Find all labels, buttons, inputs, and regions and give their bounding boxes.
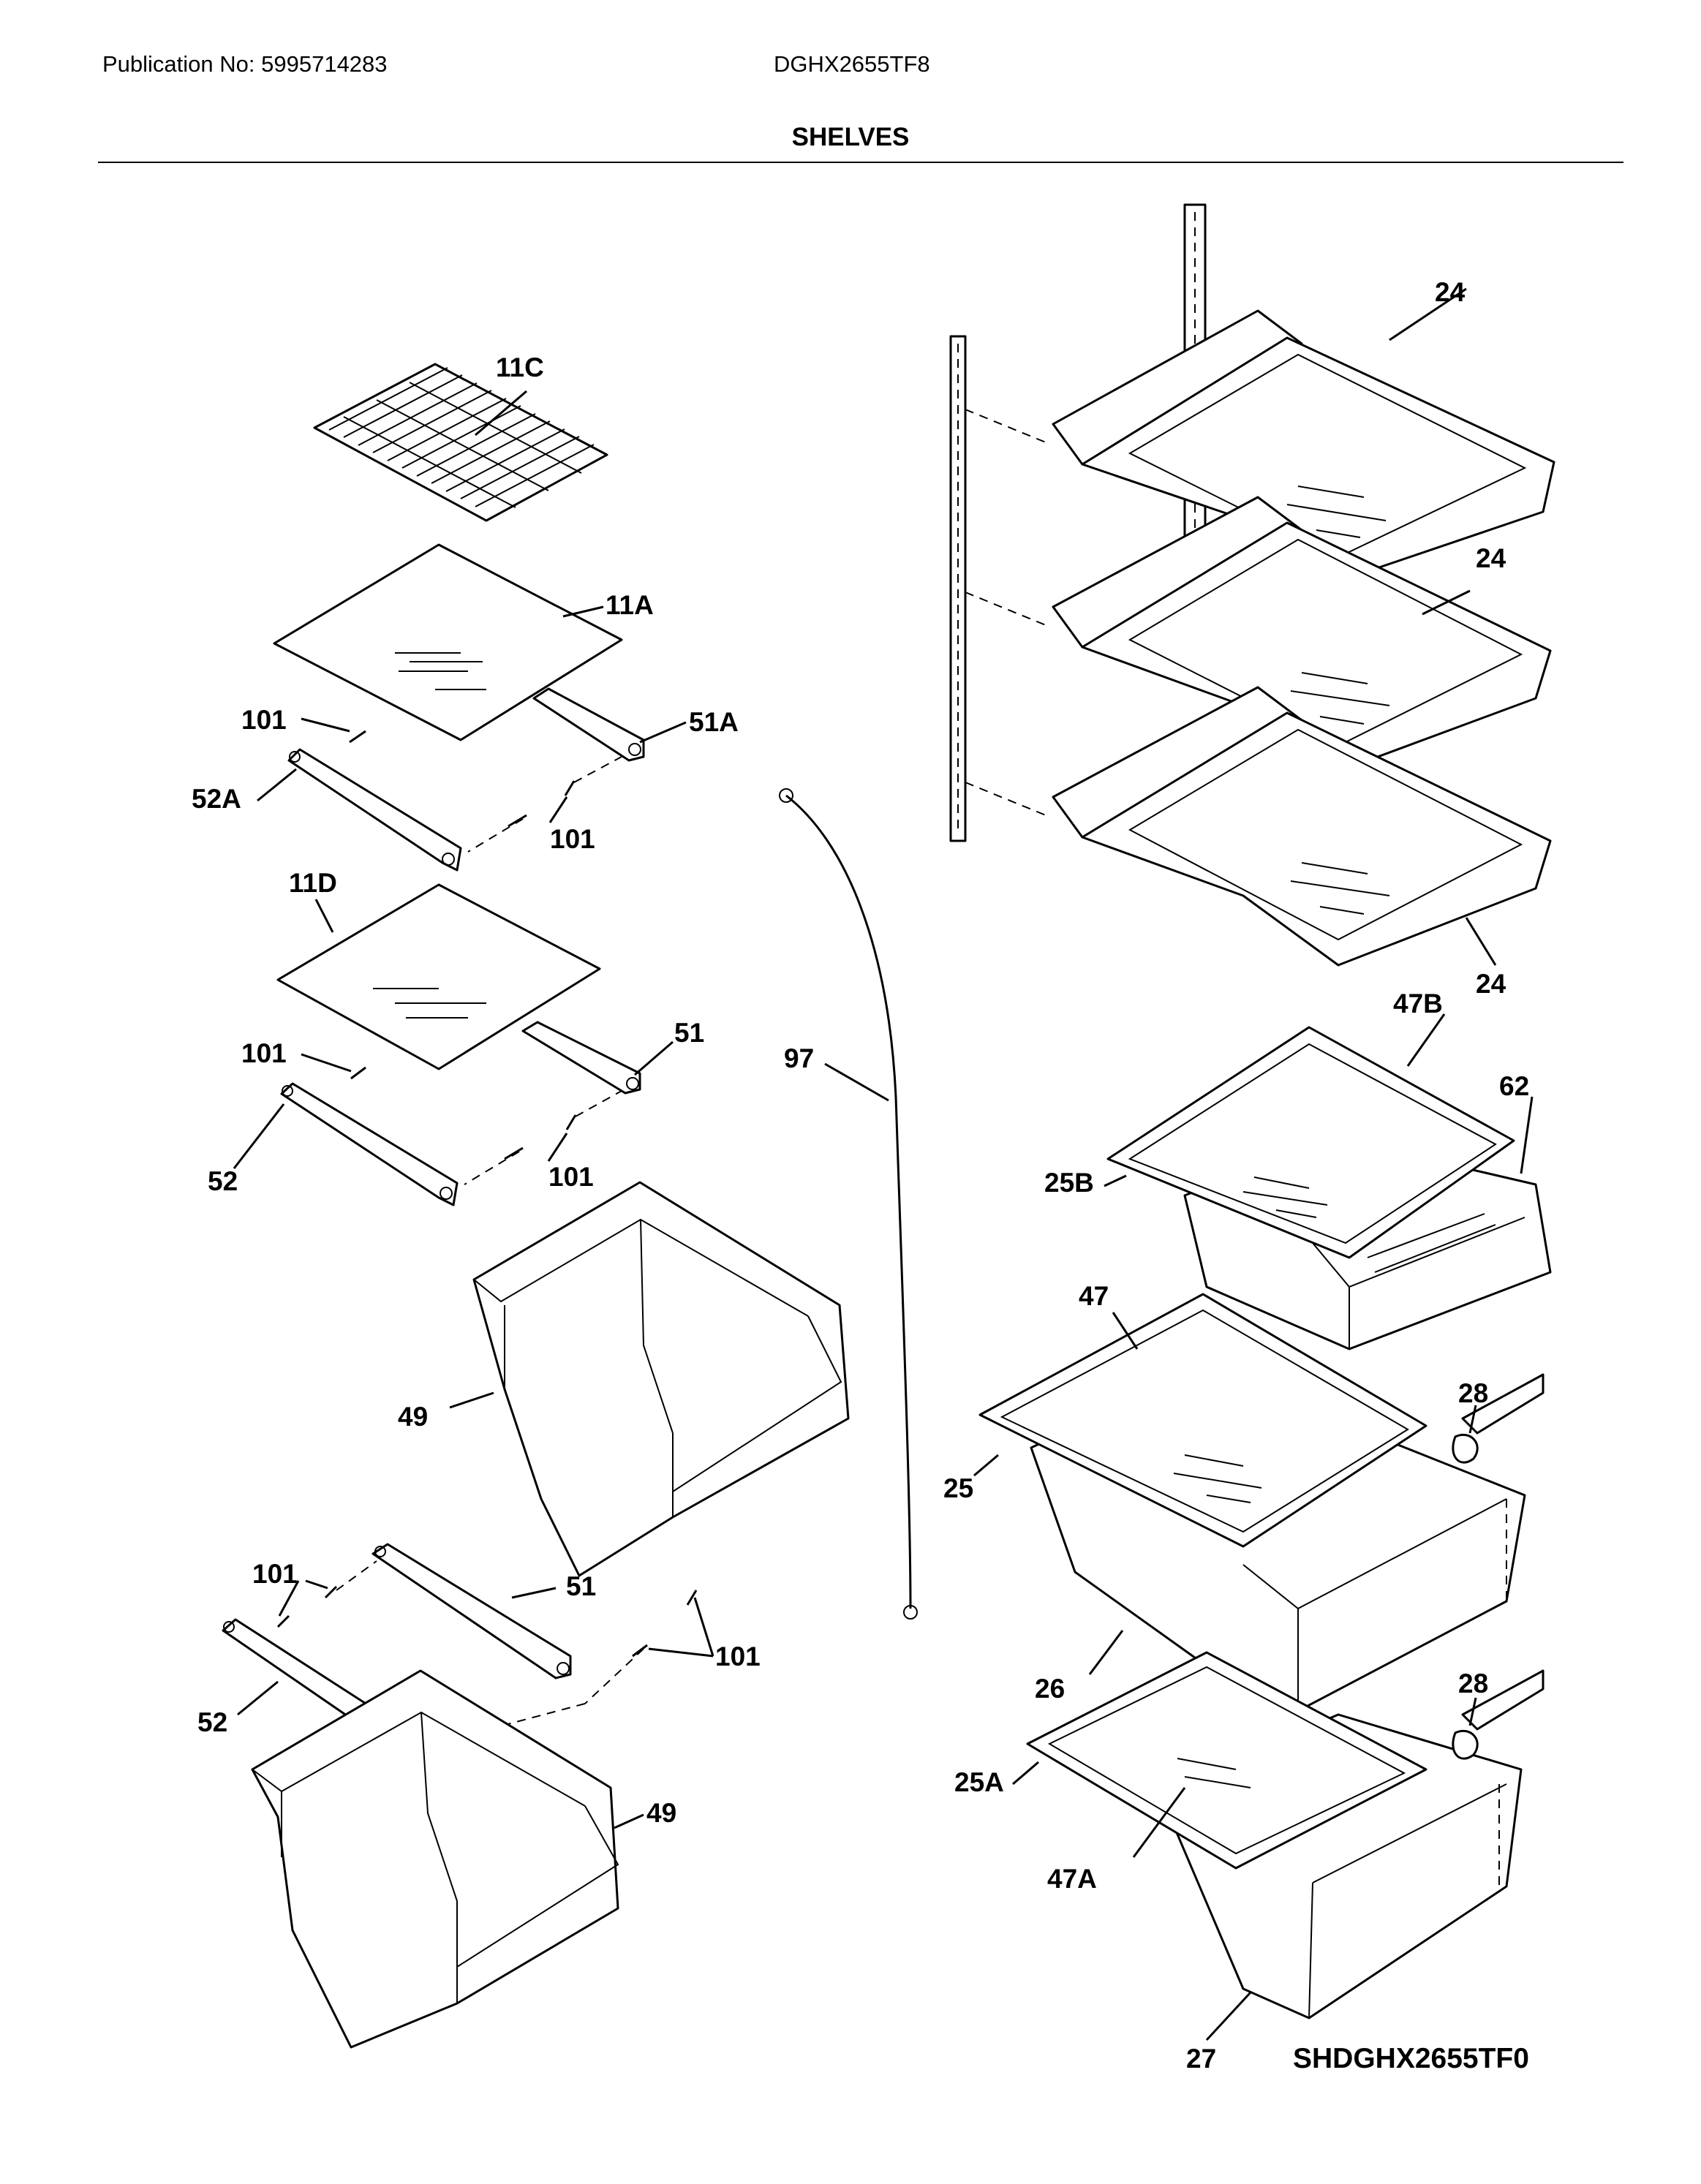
part-49-bin [472, 1181, 850, 1577]
screw-101 [324, 1585, 338, 1599]
callout-101: 101 [241, 705, 287, 735]
part-24-glass-shelf [1052, 309, 1555, 583]
callout-51a: 51A [689, 707, 739, 737]
part-51-shelf-rail [371, 1543, 572, 1679]
part-52a-shelf-rail [287, 748, 462, 872]
part-24-glass-shelf [1052, 686, 1552, 967]
callout-52: 52 [208, 1166, 238, 1196]
screw-101 [686, 1590, 698, 1606]
callout-47a: 47A [1047, 1864, 1097, 1894]
part-49-bin [251, 1669, 619, 2049]
part-47a-crisper-cover-glass [1177, 1758, 1251, 1788]
part-28-crisper-slide-bracket [1452, 1669, 1545, 1760]
callout-47: 47 [1079, 1281, 1109, 1311]
model-number: DGHX2655TF8 [774, 51, 930, 77]
screw-101 [565, 1114, 577, 1130]
callout-11c: 11C [496, 352, 544, 382]
screw-101 [350, 1066, 366, 1080]
callout-62: 62 [1499, 1071, 1529, 1101]
part-97-water-tube [779, 788, 918, 1620]
section-title: SHELVES [791, 123, 910, 151]
cabinet-ladder-rail [949, 335, 967, 842]
callout-101: 101 [241, 1038, 287, 1068]
part-51a-shelf-rail [532, 687, 645, 762]
part-11d-glass-shelf [276, 883, 601, 1070]
part-11a-glass-shelf [273, 543, 623, 741]
callout-24: 24 [1476, 969, 1506, 999]
part-25a-crisper-cover-frame [1026, 1651, 1427, 1870]
part-25b-crisper-cover-frame [1106, 1026, 1515, 1259]
callout-101: 101 [252, 1559, 298, 1589]
callout-51: 51 [566, 1571, 596, 1601]
callout-25a: 25A [954, 1767, 1004, 1797]
callout-101: 101 [548, 1162, 594, 1192]
part-51-shelf-rail [521, 1021, 641, 1095]
figure-code: SHDGHX2655TF0 [1293, 2043, 1529, 2074]
callout-11a: 11A [606, 590, 654, 620]
part-47b-crisper-cover-glass [1242, 1176, 1328, 1218]
callout-47b: 47B [1393, 989, 1443, 1019]
callout-52: 52 [197, 1707, 227, 1737]
part-28-crisper-slide-bracket [1452, 1373, 1545, 1464]
callout-49: 49 [646, 1798, 676, 1828]
part-47-crisper-cover-glass [1173, 1454, 1262, 1503]
callout-27: 27 [1186, 2044, 1216, 2074]
screw-101 [632, 1644, 648, 1658]
callout-24: 24 [1476, 543, 1506, 573]
screw-101 [508, 814, 527, 828]
callout-24: 24 [1435, 277, 1466, 307]
callout-49: 49 [398, 1402, 428, 1432]
callout-51: 51 [674, 1018, 704, 1048]
part-52-shelf-rail [280, 1082, 459, 1206]
screw-101 [349, 730, 366, 744]
callout-25: 25 [943, 1473, 973, 1503]
callout-28: 28 [1458, 1669, 1488, 1699]
screw-101 [276, 1614, 290, 1628]
callout-25b: 25B [1044, 1168, 1094, 1198]
callout-11d: 11D [289, 868, 337, 898]
leader-lines [233, 287, 1534, 2041]
callout-52a: 52A [192, 784, 241, 814]
callout-97: 97 [784, 1043, 814, 1073]
callout-101: 101 [715, 1641, 761, 1671]
part-11c-wire-shelf [313, 363, 608, 522]
screw-101 [564, 780, 576, 796]
publication-number: Publication No: 5995714283 [102, 51, 388, 77]
callout-28: 28 [1458, 1378, 1488, 1408]
header-divider [98, 162, 1623, 163]
callout-101: 101 [550, 824, 595, 854]
screw-101 [504, 1146, 524, 1160]
callout-26: 26 [1035, 1674, 1065, 1704]
